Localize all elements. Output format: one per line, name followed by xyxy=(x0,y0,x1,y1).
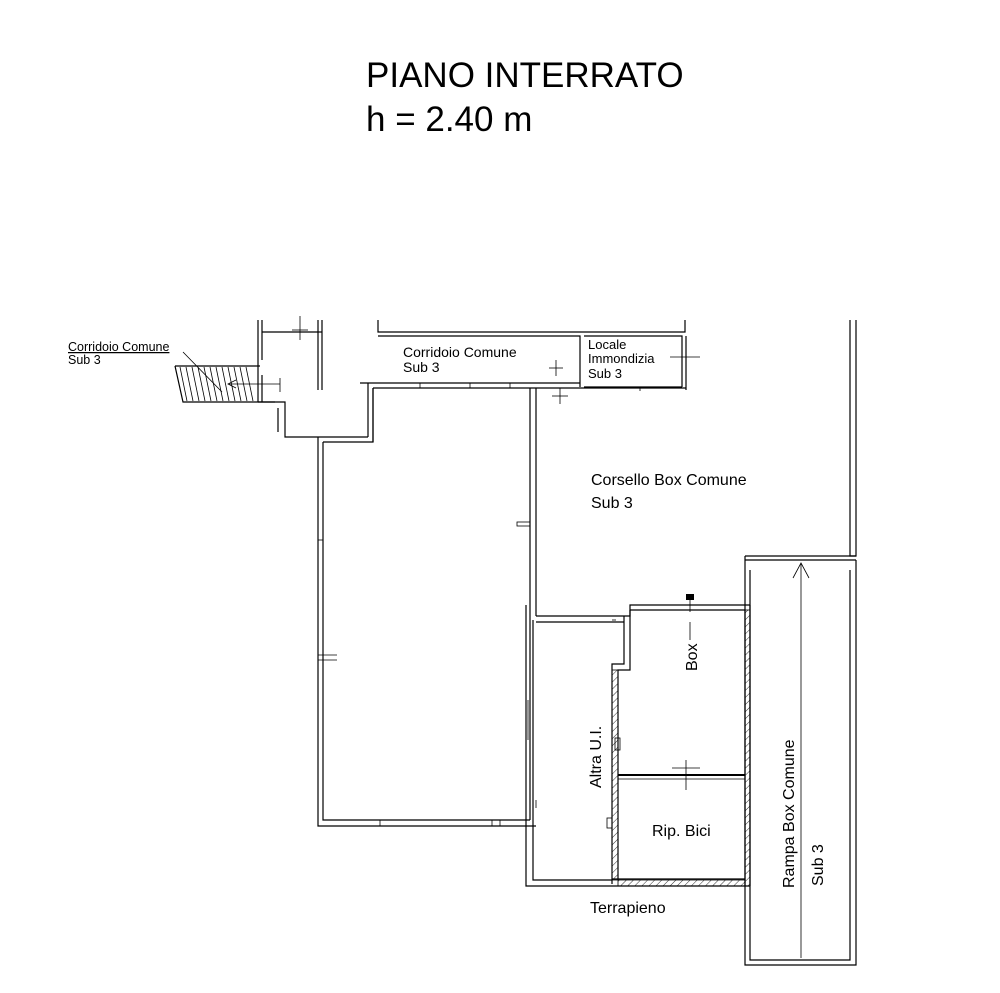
stair-corridor-sub: Sub 3 xyxy=(68,353,101,367)
ceiling-height-label: h = 2.40 m xyxy=(366,100,533,139)
aisle-walls xyxy=(744,320,857,966)
hatched-wall-right xyxy=(744,609,751,887)
bike-storage-label: Rip. Bici xyxy=(652,823,711,840)
main-room-walls xyxy=(317,388,537,827)
waste-room-sub: Sub 3 xyxy=(588,366,622,381)
waste-room-label-1: Locale xyxy=(588,337,626,352)
box-entry-marker xyxy=(686,594,694,600)
ramp-sub: Sub 3 xyxy=(810,844,827,886)
lower-units-walls xyxy=(525,594,751,887)
other-unit-label: Altra U.I. xyxy=(588,726,605,788)
corridor-sub: Sub 3 xyxy=(403,359,440,375)
plan-title: PIANO INTERRATO xyxy=(366,56,684,95)
waste-room-label-2: Immondizia xyxy=(588,351,655,366)
box-label: Box xyxy=(684,643,701,671)
stair-corridor-label: Corridoio Comune xyxy=(68,340,169,354)
box-aisle-sub: Sub 3 xyxy=(591,495,633,512)
corridor-label: Corridoio Comune xyxy=(403,344,517,360)
hatched-wall-left xyxy=(611,669,619,881)
hatched-wall-bottom xyxy=(617,879,746,887)
box-aisle-label: Corsello Box Comune xyxy=(591,472,747,489)
label-leader-line xyxy=(182,351,223,393)
staircase xyxy=(174,365,281,403)
embankment-label: Terrapieno xyxy=(590,900,666,917)
upper-walls xyxy=(257,316,700,438)
ramp-label: Rampa Box Comune xyxy=(781,739,798,888)
